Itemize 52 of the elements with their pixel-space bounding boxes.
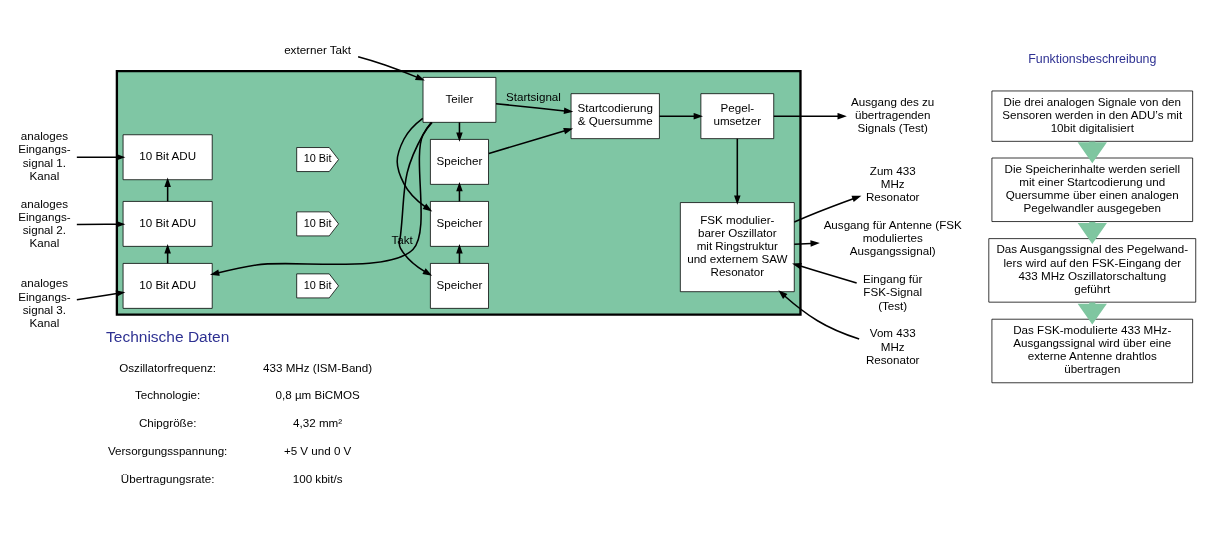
- arrow: [396, 117, 433, 212]
- label: 4,32 mm²: [293, 416, 343, 430]
- arrow: [658, 112, 703, 120]
- node-text: Ausgang für Antenne (FSK moduliertes Ausgangssignal): [823, 217, 962, 258]
- arrow: [793, 195, 862, 223]
- arrow: [210, 121, 432, 276]
- arrow: [793, 240, 820, 247]
- node-text: Eingang für FSK-Signal (Test): [863, 272, 923, 312]
- node-box: 10 Bit ADU: [122, 134, 213, 181]
- label: Chipgröße:: [138, 416, 197, 430]
- node-text: analoges Eingangs- signal 3. Kanal: [18, 276, 71, 329]
- node-text: externer Takt: [284, 42, 352, 56]
- arrow: [778, 290, 860, 340]
- node-box: Pegel- umsetzer: [700, 93, 775, 139]
- arrow: [495, 102, 574, 115]
- node-box: Speicher: [430, 263, 489, 309]
- arrow: [76, 153, 126, 161]
- label: Technische Daten: [106, 328, 230, 346]
- arrow: [792, 263, 858, 284]
- node-text: analoges Eingangs- signal 2. Kanal: [18, 196, 71, 250]
- label: +5 V und 0 V: [283, 444, 352, 458]
- label: Oszillatorfrequenz:: [119, 360, 217, 374]
- node-box: FSK modulier- barer Oszillator mit Ringstruktur und externem SAW Resonator: [679, 202, 795, 293]
- node-box: Das FSK-modulierte 433 MHz- Ausgangssignal wird über eine externe Antenne drahtlos übertragen: [991, 318, 1194, 384]
- node-text: Vom 433 MHz Resonator: [865, 326, 920, 366]
- label: 100 kbit/s: [292, 472, 343, 486]
- arrow: [773, 112, 847, 120]
- label: Übertragungsrate:: [120, 472, 215, 486]
- node-text: Ausgang des zu übertragenden Signals (Test): [851, 94, 935, 135]
- arrow: [488, 127, 574, 155]
- arrow: [357, 56, 425, 81]
- node-box: Die drei analogen Signale von den Sensoren werden in den ADU’s mit 10bit digitalisiert: [991, 90, 1194, 142]
- node-box: Teiler: [422, 77, 497, 123]
- label: Technologie:: [135, 388, 201, 402]
- edge-label: Startsignal: [506, 90, 561, 104]
- node-box: Das Ausgangssignal des Pegelwand- lers wird auf den FSK-Eingang der 433 MHz Oszillatorschaltung geführt: [988, 238, 1197, 303]
- arrow: [398, 121, 433, 276]
- arrow: [76, 220, 126, 228]
- node-box: Startcodierung & Quersumme: [570, 93, 660, 139]
- arrow: [734, 137, 741, 205]
- node-box: 10 Bit ADU: [122, 201, 213, 247]
- node-box: Speicher: [430, 139, 489, 185]
- node-text: analoges Eingangs- signal 1. Kanal: [18, 129, 71, 182]
- arrow: [76, 290, 126, 301]
- label: Versorgungsspannung:: [107, 444, 228, 458]
- label: 0,8 µm BiCMOS: [275, 388, 360, 402]
- label: Funktionsbeschreibung: [1028, 52, 1157, 67]
- node-box: 10 Bit ADU: [122, 263, 213, 309]
- label: 433 MHz (ISM-Band): [263, 360, 373, 374]
- node-box: Die Speicherinhalte werden seriell mit einer Startcodierung und Quersumme über einen analogen Pegelwandler ausgegeben: [991, 157, 1194, 222]
- node-text: Zum 433 MHz Resonator: [865, 163, 920, 204]
- node-box: Speicher: [430, 201, 489, 247]
